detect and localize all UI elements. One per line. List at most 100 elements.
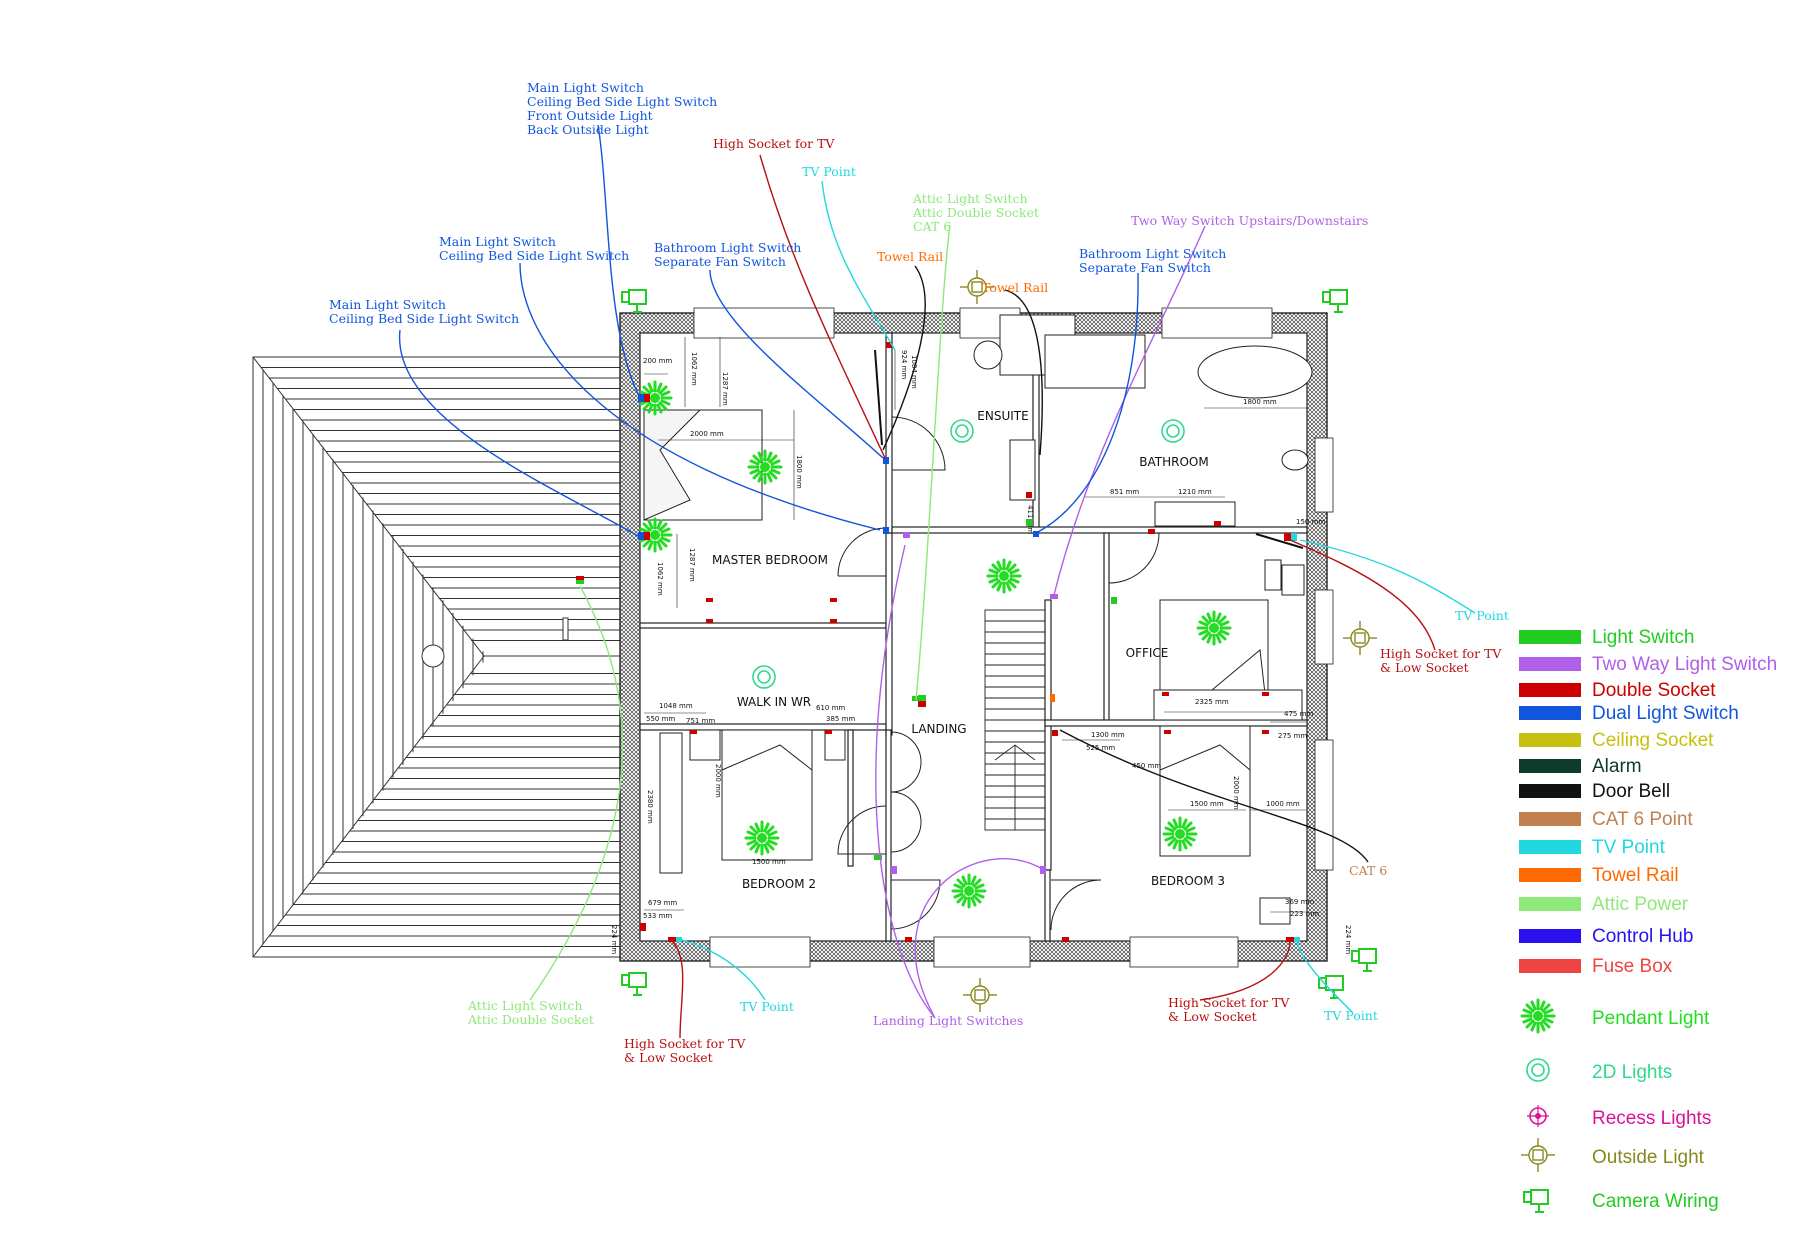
- legend-label: Light Switch: [1592, 627, 1694, 648]
- socket-marker: [1052, 730, 1058, 736]
- socket-marker: [1262, 730, 1269, 734]
- socket-marker: [1162, 692, 1169, 696]
- socket-marker: [1050, 694, 1055, 702]
- socket-marker: [1262, 692, 1269, 696]
- socket-marker: [830, 619, 837, 623]
- room-bathroom: BATHROOM: [1139, 455, 1208, 469]
- dim-1287-a: 1287 mm: [721, 372, 729, 406]
- annotation-tv-point-top: TV Point: [802, 164, 856, 179]
- annotations: Main Light Switch Ceiling Bed Side Light…: [329, 80, 1509, 1065]
- dual-switch-marker: [883, 457, 889, 464]
- dim-2000-a: 2000 mm: [690, 430, 724, 438]
- socket-marker: [640, 923, 646, 931]
- dual-switch-marker: [638, 394, 644, 402]
- legend-label: Attic Power: [1592, 894, 1689, 915]
- room-labels: MASTER BEDROOM ENSUITE BATHROOM WALK IN …: [712, 409, 1225, 891]
- dim-150: 150 mm: [1296, 518, 1325, 526]
- dim-223: 223 mm: [1290, 910, 1319, 918]
- dim-1062-a: 1062 mm: [690, 352, 698, 386]
- legend-item: Control Hub: [1519, 926, 1693, 947]
- dim-385: 385 mm: [826, 715, 855, 723]
- socket-marker: [690, 730, 697, 734]
- light-switch-marker: [1111, 597, 1117, 604]
- tv-point-marker: [1294, 937, 1300, 942]
- legend-swatch: [1519, 683, 1581, 697]
- dim-610: 610 mm: [816, 704, 845, 712]
- socket-marker: [1284, 533, 1291, 541]
- legend-item: Pendant Light: [1520, 998, 1710, 1034]
- dim-1800-b: 1800 mm: [1243, 398, 1277, 406]
- legend-swatch: [1519, 733, 1581, 747]
- wiring-leaders: [399, 124, 1476, 1039]
- outside-light-icon: [962, 977, 998, 1013]
- legend-swatch: [1519, 812, 1581, 826]
- annotation-towel-rail-right: Towel Rail: [982, 280, 1048, 295]
- room-master-bedroom: MASTER BEDROOM: [712, 553, 828, 567]
- room-office: OFFICE: [1126, 646, 1169, 660]
- room-walk-in-wr: WALK IN WR: [737, 695, 811, 709]
- dual-switch-marker: [638, 532, 644, 540]
- legend-item: Towel Rail: [1519, 865, 1679, 886]
- annotation-bathroom-switch-left: Bathroom Light Switch Separate Fan Switc…: [654, 240, 805, 269]
- light-switch-marker: [918, 695, 926, 701]
- dim-369: 369 mm: [1285, 898, 1314, 906]
- dim-275: 275 mm: [1278, 732, 1307, 740]
- attic-switch-marker: [576, 580, 584, 584]
- pendant-light-icon: [747, 449, 783, 485]
- dim-1000: 1000 mm: [1266, 800, 1300, 808]
- pendant-light-icon: [986, 558, 1022, 594]
- annotation-tv-point-bedroom2: TV Point: [740, 999, 794, 1014]
- socket-marker: [1164, 730, 1171, 734]
- legend-item: Light Switch: [1519, 627, 1694, 648]
- dim-200: 200 mm: [643, 357, 672, 365]
- legend-swatch: [1519, 706, 1581, 720]
- pendant-light-icon: [1196, 610, 1232, 646]
- legend-item: Camera Wiring: [1523, 1189, 1719, 1213]
- dim-751: 751 mm: [686, 717, 715, 725]
- light-switch-marker: [874, 855, 882, 860]
- dim-924: 924 mm: [900, 350, 908, 379]
- legend-item: Attic Power: [1519, 894, 1689, 915]
- annotation-two-way-switch: Two Way Switch Upstairs/Downstairs: [1131, 213, 1368, 228]
- attic-socket-marker: [576, 576, 584, 580]
- camera-icon: [621, 972, 647, 996]
- tv-point-marker: [1291, 533, 1297, 541]
- dim-224-b: 224 mm: [1344, 925, 1352, 954]
- legend-swatch: [1519, 840, 1581, 854]
- camera-icon: [1318, 975, 1344, 999]
- dim-1084: 1084 mm: [910, 355, 918, 389]
- pendant-light-icon: [744, 820, 780, 856]
- legend-swatch: [1519, 630, 1581, 644]
- legend-item: Recess Lights: [1527, 1105, 1711, 1129]
- dim-533: 533 mm: [643, 912, 672, 920]
- pendant-light-icon: [1162, 816, 1198, 852]
- room-bedroom-2: BEDROOM 2: [742, 877, 816, 891]
- annotation-high-socket-bedroom2: High Socket for TV & Low Socket: [624, 1036, 749, 1065]
- dim-1300: 1300 mm: [1091, 731, 1125, 739]
- annotation-high-socket-tv-top: High Socket for TV: [713, 136, 835, 151]
- socket-marker: [1062, 937, 1069, 942]
- annotation-attic-switch-top: Attic Light Switch Attic Double Socket C…: [912, 191, 1043, 234]
- dim-1287-b: 1287 mm: [688, 548, 696, 582]
- legend-swatch: [1519, 759, 1581, 773]
- dim-1048: 1048 mm: [659, 702, 693, 710]
- outside-light-icon: [1520, 1137, 1556, 1173]
- legend-swatch: [1519, 929, 1581, 943]
- room-bedroom-3: BEDROOM 3: [1151, 874, 1225, 888]
- pendant-light-icon: [1520, 998, 1556, 1034]
- pendant-light-icon: [951, 873, 987, 909]
- legend-label: Control Hub: [1592, 926, 1693, 947]
- room-ensuite: ENSUITE: [977, 409, 1028, 423]
- dimension-text: 200 mm 1062 mm 1287 mm 2000 mm 1800 mm 1…: [610, 350, 1352, 954]
- socket-marker: [825, 730, 832, 734]
- camera-icon: [1351, 948, 1377, 972]
- socket-marker: [918, 701, 926, 707]
- legend-swatch: [1519, 657, 1581, 671]
- legend-label: Pendant Light: [1592, 1008, 1710, 1029]
- two-way-switch-marker: [1050, 594, 1058, 599]
- legend-label: Two Way Light Switch: [1592, 654, 1777, 675]
- 2d-light-icon: [1526, 1058, 1550, 1082]
- legend-item: Two Way Light Switch: [1519, 654, 1777, 675]
